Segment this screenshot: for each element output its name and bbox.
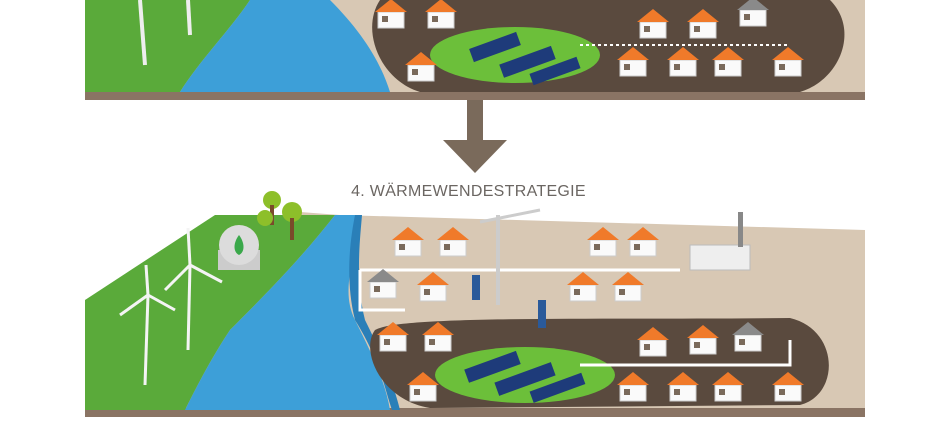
- down-arrow: [443, 100, 507, 173]
- house: [627, 227, 659, 257]
- house: [422, 322, 454, 352]
- house: [667, 372, 699, 402]
- house: [417, 272, 449, 302]
- house: [637, 327, 669, 357]
- step-title: 4. WÄRMEWENDESTRATEGIE: [351, 183, 586, 200]
- house: [392, 227, 424, 257]
- top-houses: [375, 0, 804, 82]
- top-wind-turbine: [186, 0, 192, 36]
- house: [637, 9, 669, 39]
- solar-panels: [464, 350, 586, 403]
- house: [367, 269, 399, 299]
- house: [617, 47, 649, 77]
- top-wind-turbine: [138, 0, 147, 66]
- house: [567, 272, 599, 302]
- house: [425, 0, 457, 29]
- house: [405, 52, 437, 82]
- wind-turbines: [119, 227, 223, 386]
- house: [667, 47, 699, 77]
- house: [772, 47, 804, 77]
- house: [407, 372, 439, 402]
- crane: [479, 208, 541, 305]
- top-river: [180, 0, 390, 92]
- house: [587, 227, 619, 257]
- top-landscape-panel: [85, 0, 865, 100]
- house: [687, 9, 719, 39]
- house: [437, 227, 469, 257]
- house: [687, 325, 719, 355]
- river: [185, 215, 390, 410]
- house: [377, 322, 409, 352]
- house: [712, 372, 744, 402]
- grass-area: [85, 215, 335, 410]
- workers: [472, 275, 546, 328]
- house: [612, 272, 644, 302]
- top-grass: [85, 0, 250, 92]
- house: [772, 372, 804, 402]
- trees: [257, 191, 302, 240]
- house: [375, 0, 407, 29]
- factory: [689, 212, 751, 271]
- house: [617, 372, 649, 402]
- top-solar-panels: [469, 31, 581, 86]
- biogas-plant: [218, 225, 260, 270]
- house: [712, 47, 744, 77]
- bottom-landscape-panel: [85, 191, 865, 417]
- houses: [367, 227, 804, 402]
- house: [732, 322, 764, 352]
- house: [737, 0, 769, 27]
- heat-network-pipes: [358, 268, 792, 367]
